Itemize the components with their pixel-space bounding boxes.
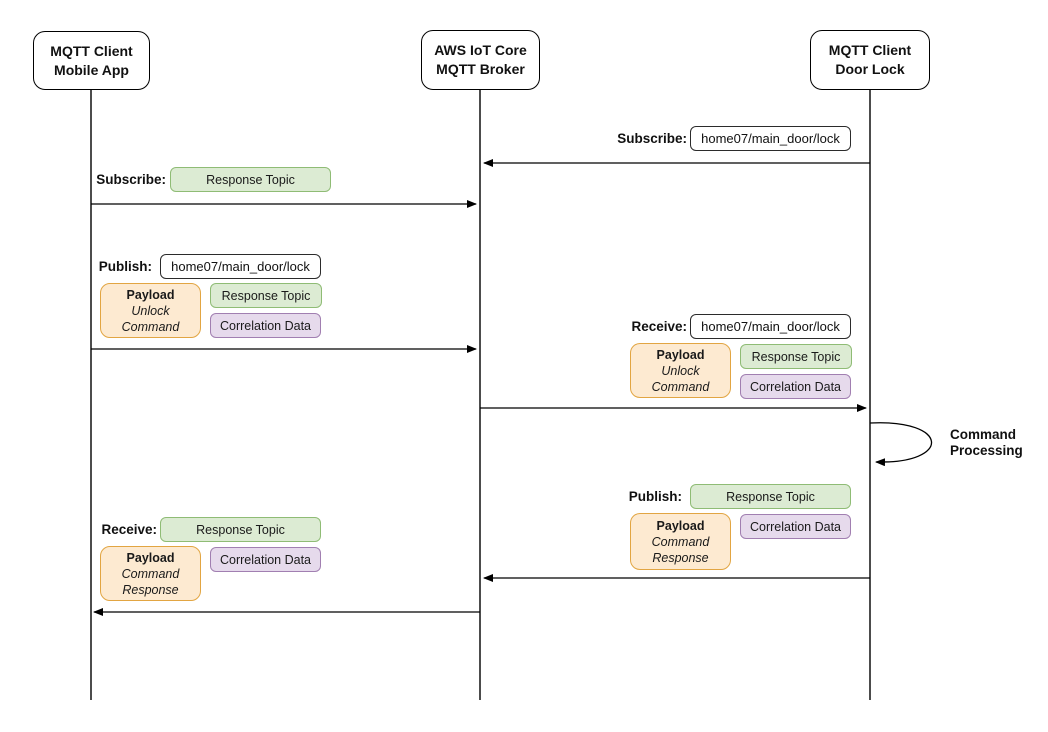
actor-mqtt-broker-line2: MQTT Broker: [436, 61, 525, 77]
m7-receive-label: Receive:: [101, 522, 157, 537]
m6-publish-label: Publish:: [628, 489, 682, 504]
actor-mqtt-broker-line1: AWS IoT Core: [434, 42, 527, 58]
m3-topic-box: home07/main_door/lock: [160, 254, 321, 279]
actor-mobile-app-line2: Mobile App: [54, 61, 129, 78]
m6-payload-body-line1: Command: [651, 534, 710, 549]
m3-correlation-data-chip: Correlation Data: [210, 313, 321, 338]
actor-door-lock-line1: MQTT Client: [828, 42, 912, 58]
m4-topic-box: home07/main_door/lock: [690, 314, 851, 339]
m7-response-topic-chip: Response Topic: [160, 517, 321, 542]
m3-response-topic-chip: Response Topic: [210, 283, 322, 308]
m7-payload-box: Payload Command Response: [100, 546, 201, 601]
m7-payload-title: Payload: [126, 550, 175, 565]
actor-door-lock: MQTT Client Door Lock: [810, 30, 930, 90]
m6-payload-box: Payload Command Response: [630, 513, 731, 570]
m6-payload-title: Payload: [656, 518, 705, 533]
m4-receive-label: Receive:: [631, 319, 687, 334]
m4-payload-title: Payload: [656, 347, 705, 362]
m6-response-topic-chip: Response Topic: [690, 484, 851, 509]
m3-publish-label: Publish:: [98, 259, 152, 274]
command-processing-line1: Command: [950, 427, 1017, 442]
m7-payload-body-line1: Command: [121, 566, 180, 581]
m3-payload-title: Payload: [126, 287, 175, 302]
m6-payload-body-line2: Response: [652, 550, 709, 565]
command-processing-line2: Processing: [950, 442, 1023, 458]
m4-response-topic-chip: Response Topic: [740, 344, 852, 369]
m4-correlation-data-chip: Correlation Data: [740, 374, 851, 399]
m1-subscribe-label: Subscribe:: [617, 131, 687, 146]
self-loop-command-processing: [869, 422, 933, 467]
m6-correlation-data-chip: Correlation Data: [740, 514, 851, 539]
m1-topic-box: home07/main_door/lock: [690, 126, 851, 151]
m7-payload-body-line2: Response: [122, 582, 179, 597]
actor-mqtt-broker: AWS IoT Core MQTT Broker: [421, 30, 540, 90]
actor-mobile-app-line1: MQTT Client: [50, 42, 133, 59]
m3-payload-box: Payload Unlock Command: [100, 283, 201, 338]
m4-payload-body: Unlock Command: [651, 363, 710, 394]
command-processing-label: Command Processing: [950, 427, 1023, 458]
m4-payload-box: Payload Unlock Command: [630, 343, 731, 398]
m2-subscribe-label: Subscribe:: [96, 172, 166, 187]
m7-correlation-data-chip: Correlation Data: [210, 547, 321, 572]
actor-door-lock-line2: Door Lock: [835, 61, 905, 77]
actor-mobile-app: MQTT Client Mobile App: [33, 31, 150, 90]
m3-payload-body: Unlock Command: [121, 303, 180, 334]
m2-response-topic-chip: Response Topic: [170, 167, 331, 192]
